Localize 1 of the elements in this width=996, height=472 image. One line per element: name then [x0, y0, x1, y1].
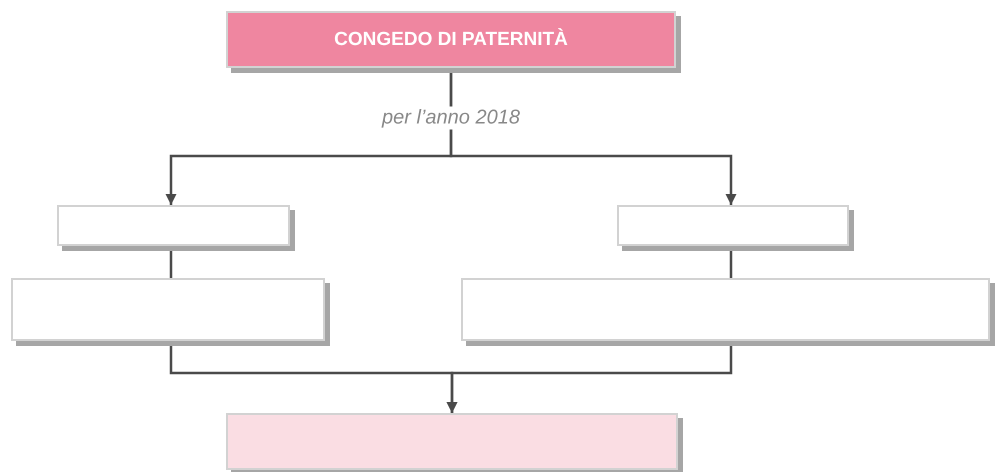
box-title: CONGEDO DI PATERNITÀ [334, 28, 568, 50]
